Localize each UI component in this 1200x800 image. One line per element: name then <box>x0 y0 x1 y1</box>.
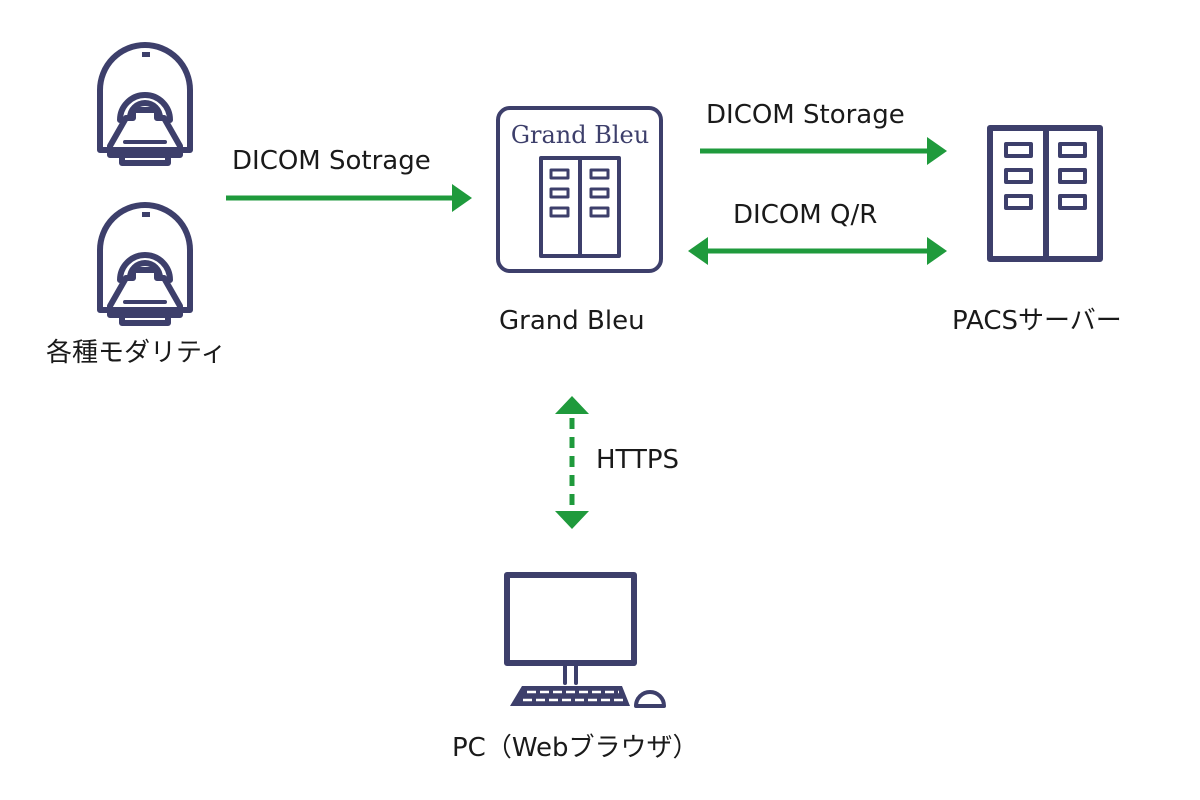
arrow-grand-bleu-pc-https <box>555 396 589 529</box>
grand-bleu-label: Grand Bleu <box>499 306 645 336</box>
arrow-grand-bleu-pacs-qr <box>688 237 947 265</box>
edge-label-dicom-sotrage: DICOM Sotrage <box>232 146 431 176</box>
pacs-label: PACSサーバー <box>952 306 1122 336</box>
arrow-grand-bleu-to-pacs-storage <box>700 137 947 165</box>
grand-bleu-logo-text: Grand Bleu <box>511 121 649 149</box>
server-icon <box>539 156 621 258</box>
desktop-pc-icon <box>504 572 666 708</box>
ct-scanner-icon <box>97 42 193 166</box>
ct-scanner-icon <box>97 202 193 326</box>
edge-label-dicom-qr: DICOM Q/R <box>733 200 878 230</box>
edge-label-dicom-storage: DICOM Storage <box>706 100 905 130</box>
edge-label-https: HTTPS <box>596 445 680 475</box>
pc-label: PC（Webブラウザ） <box>452 733 699 763</box>
arrow-modality-to-grand-bleu <box>226 184 472 212</box>
modality-label: 各種モダリティ <box>46 338 227 368</box>
grand-bleu-node: Grand Bleu <box>496 106 663 273</box>
server-icon <box>987 125 1103 262</box>
